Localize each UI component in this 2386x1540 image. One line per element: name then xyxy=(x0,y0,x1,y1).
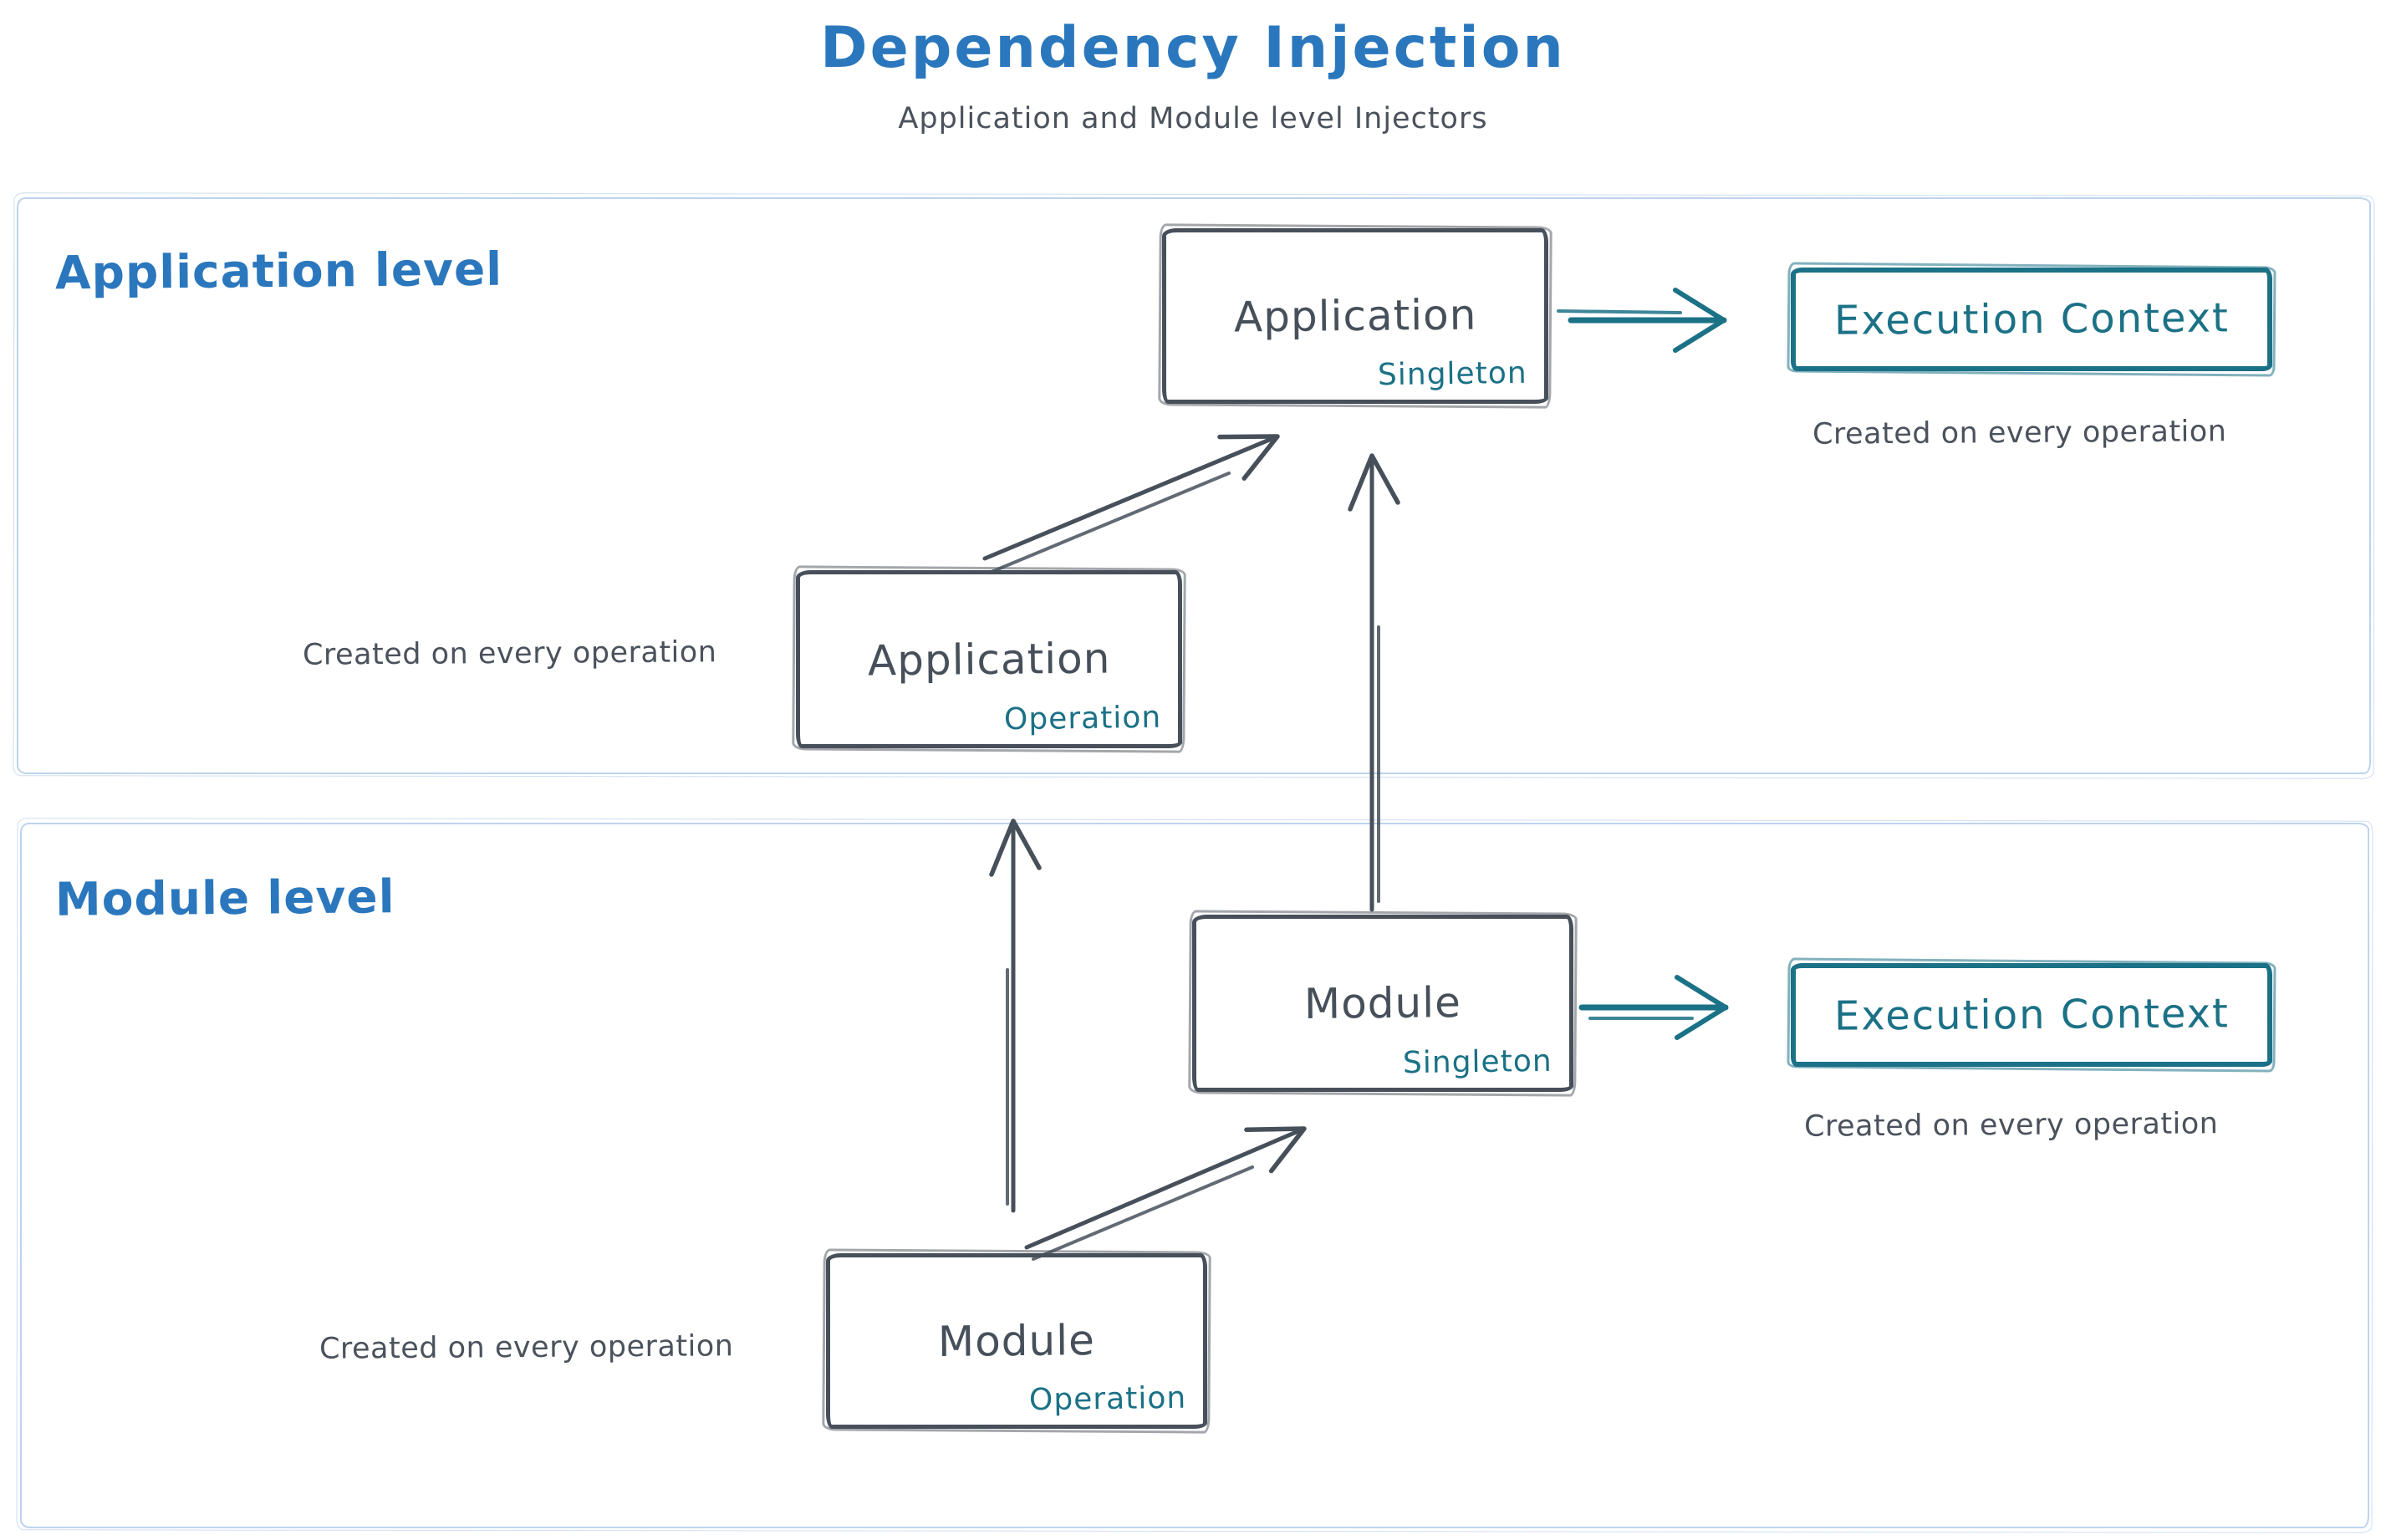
application-operation-tag: Operation xyxy=(1003,700,1162,737)
application-singleton-tag: Singleton xyxy=(1378,355,1528,393)
application-execution-note: Created on every operation xyxy=(1812,415,2227,451)
module-singleton-tag: Singleton xyxy=(1403,1043,1553,1081)
module-execution-note: Created on every operation xyxy=(1803,1107,2219,1144)
module-execution-context-title: Execution Context xyxy=(1833,990,2230,1040)
application-operation-note: Created on every operation xyxy=(302,635,717,672)
module-level-container xyxy=(20,823,2369,1528)
module-operation-tag: Operation xyxy=(1028,1380,1187,1418)
module-singleton-title: Module xyxy=(1303,978,1462,1028)
application-operation-title: Application xyxy=(867,633,1111,686)
application-level-container xyxy=(17,197,2371,774)
module-operation-title: Module xyxy=(937,1316,1096,1366)
application-execution-context-title: Execution Context xyxy=(1833,294,2230,344)
application-level-label: Application level xyxy=(54,242,503,300)
module-singleton-box: Module Singleton xyxy=(1192,915,1573,1092)
module-level-label: Module level xyxy=(54,869,395,926)
diagram-title: Dependency Injection xyxy=(820,15,1566,81)
module-operation-note: Created on every operation xyxy=(319,1329,734,1366)
application-operation-box: Application Operation xyxy=(796,570,1182,748)
module-execution-context-box: Execution Context xyxy=(1791,963,2272,1067)
application-execution-context-box: Execution Context xyxy=(1791,268,2272,371)
module-operation-box: Module Operation xyxy=(826,1253,1207,1429)
application-singleton-box: Application Singleton xyxy=(1162,228,1548,404)
application-singleton-title: Application xyxy=(1233,290,1477,342)
diagram-subtitle: Application and Module level Injectors xyxy=(898,102,1488,135)
